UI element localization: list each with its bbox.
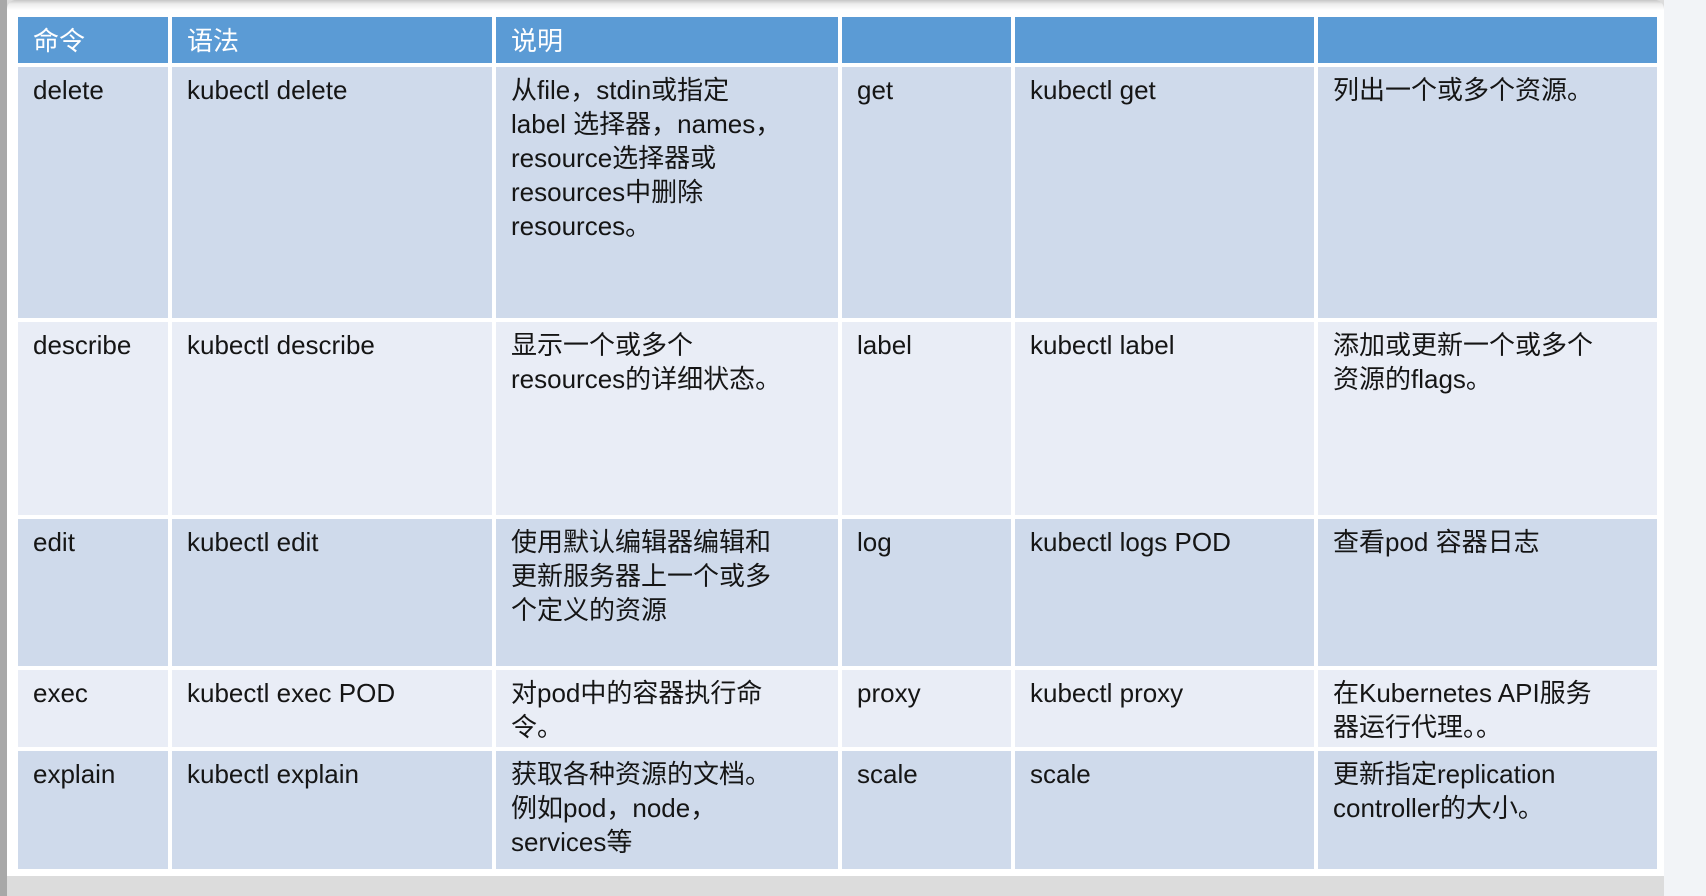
- table-cell-r1-c3: 从file，stdin或指定 label 选择器，names， resource…: [496, 67, 838, 318]
- table-cell-r4-c6: 在Kubernetes API服务 器运行代理。。: [1318, 670, 1657, 747]
- table-cell-r2-c6: 添加或更新一个或多个 资源的flags。: [1318, 322, 1657, 515]
- table-cell-r4-c3: 对pod中的容器执行命 令。: [496, 670, 838, 747]
- table-cell-r3-c6: 查看pod 容器日志: [1318, 519, 1657, 666]
- table-cell-r1-c2: kubectl delete: [172, 67, 492, 318]
- table-cell-r3-c1: edit: [18, 519, 168, 666]
- table-cell-r5-c4: scale: [842, 751, 1011, 869]
- table-cell-r1-c6: 列出一个或多个资源。: [1318, 67, 1657, 318]
- header-cell-3: 说明: [496, 17, 838, 63]
- table-cell-r3-c3: 使用默认编辑器编辑和 更新服务器上一个或多 个定义的资源: [496, 519, 838, 666]
- table-cell-r3-c5: kubectl logs POD: [1015, 519, 1314, 666]
- window-left-edge: [0, 0, 7, 896]
- table-cell-r3-c4: log: [842, 519, 1011, 666]
- table-cell-r1-c1: delete: [18, 67, 168, 318]
- table-cell-r1-c5: kubectl get: [1015, 67, 1314, 318]
- header-cell-5: [1015, 17, 1314, 63]
- table-cell-r1-c4: get: [842, 67, 1011, 318]
- table-cell-r4-c1: exec: [18, 670, 168, 747]
- table-cell-r5-c2: kubectl explain: [172, 751, 492, 869]
- table-cell-r2-c1: describe: [18, 322, 168, 515]
- table-cell-r4-c2: kubectl exec POD: [172, 670, 492, 747]
- table-cell-r3-c2: kubectl edit: [172, 519, 492, 666]
- table-cell-r5-c6: 更新指定replication controller的大小。: [1318, 751, 1657, 869]
- table-cell-r5-c5: scale: [1015, 751, 1314, 869]
- table-cell-r4-c4: proxy: [842, 670, 1011, 747]
- header-cell-1: 命令: [18, 17, 168, 63]
- table-cell-r5-c1: explain: [18, 751, 168, 869]
- table-cell-r2-c2: kubectl describe: [172, 322, 492, 515]
- table-cell-r5-c3: 获取各种资源的文档。 例如pod，node， services等: [496, 751, 838, 869]
- table-cell-r2-c5: kubectl label: [1015, 322, 1314, 515]
- table-cell-r2-c4: label: [842, 322, 1011, 515]
- table-cell-r4-c5: kubectl proxy: [1015, 670, 1314, 747]
- header-cell-2: 语法: [172, 17, 492, 63]
- table-cell-r2-c3: 显示一个或多个 resources的详细状态。: [496, 322, 838, 515]
- header-cell-6: [1318, 17, 1657, 63]
- page-right-margin: [1664, 0, 1706, 896]
- header-cell-4: [842, 17, 1011, 63]
